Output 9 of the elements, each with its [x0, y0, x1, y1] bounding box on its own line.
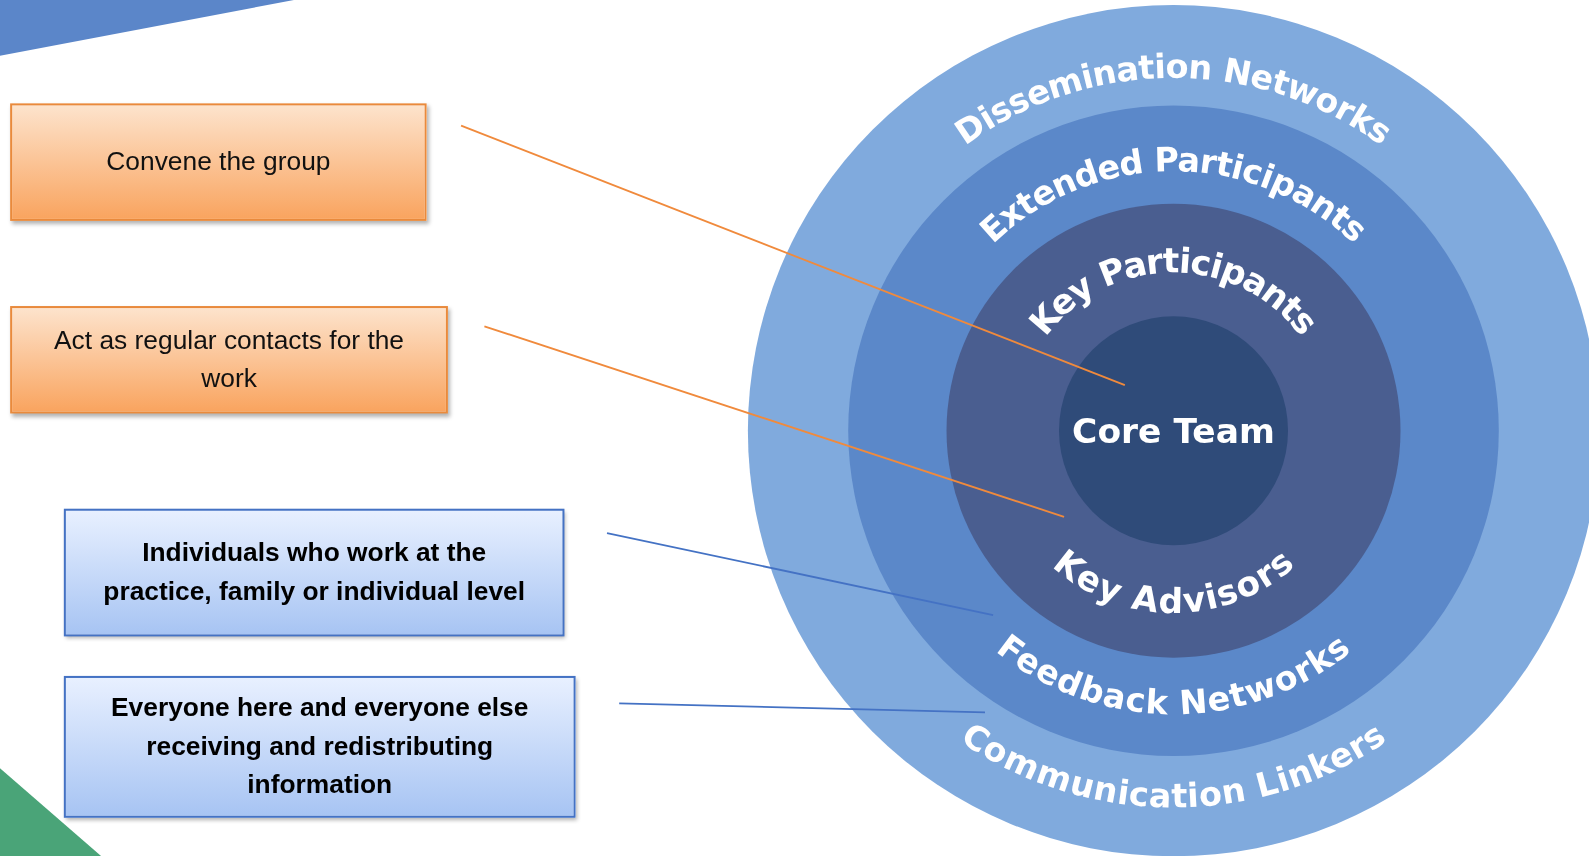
text-box: Everyone here and everyone else receiving and redistributing information: [63, 675, 576, 818]
text-box: Act as regular contacts for the work: [10, 306, 448, 414]
leader-line: [618, 702, 986, 714]
leader-line: [460, 124, 1126, 386]
leader-line: [606, 532, 995, 617]
text-box: Individuals who work at the practice, family or individual level: [63, 508, 565, 637]
ring-label: Core Team: [1072, 410, 1275, 451]
leader-line: [483, 325, 1065, 518]
text-box: Convene the group: [10, 103, 427, 221]
